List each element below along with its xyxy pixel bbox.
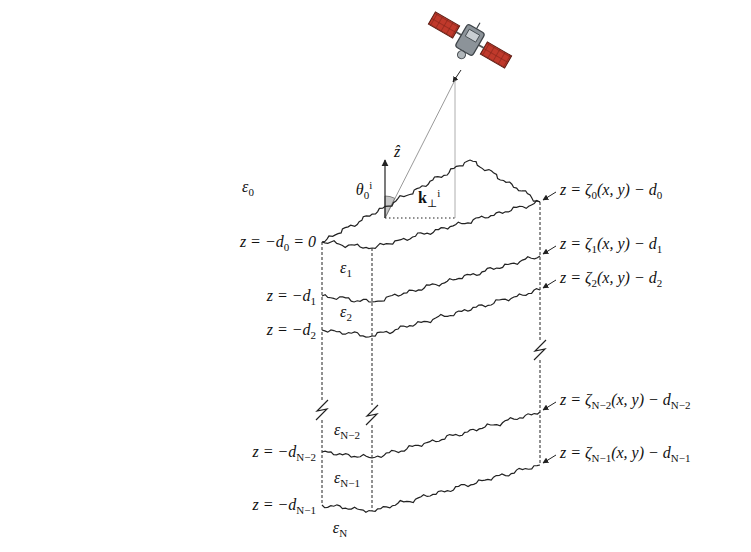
dashed-edge: [322, 420, 323, 505]
permittivity-label: εN: [333, 520, 347, 536]
leader-arrow: [543, 455, 556, 463]
depth-label: z = −dN−1: [253, 497, 316, 513]
surface-equation: z = ζN−2(x, y) − dN−2: [560, 392, 690, 408]
break-symbol: [316, 400, 328, 420]
rough-interface: [372, 256, 540, 302]
projection-line: [455, 80, 456, 218]
z-axis: [384, 160, 385, 218]
permittivity-label: ε0: [242, 179, 254, 195]
dashed-edge: [540, 202, 541, 340]
depth-label: z = −dN−2: [253, 444, 316, 460]
angle-label: θ0i: [356, 182, 372, 198]
dashed-edge: [372, 248, 373, 405]
angle-wedge: [385, 196, 395, 218]
break-symbol: [534, 340, 546, 360]
permittivity-label: ε1: [340, 260, 352, 276]
leader-arrow: [543, 280, 556, 288]
incidence-arrow: [453, 70, 461, 82]
depth-label: z = −d0 = 0: [240, 234, 316, 250]
rough-interface: [372, 412, 540, 458]
surface-equation: z = ζ1(x, y) − d1: [560, 236, 662, 252]
wavevector-label: k⊥i: [418, 190, 440, 206]
depth-label: z = −d1: [267, 288, 316, 304]
dashed-edge: [322, 242, 323, 400]
surface-equation: z = ζN−1(x, y) − dN−1: [560, 445, 690, 461]
rough-interface: [322, 330, 372, 337]
depth-label: z = −d2: [267, 322, 316, 338]
incident-ray: [385, 80, 455, 218]
label-pointers: [543, 192, 556, 463]
interface-lines: [322, 160, 540, 512]
rough-interface: [322, 160, 470, 242]
rough-interface: [372, 289, 540, 337]
rough-interface: [322, 295, 372, 302]
rough-interface: [322, 241, 372, 249]
leader-arrow: [543, 192, 556, 200]
surface-equation: z = ζ2(x, y) − d2: [560, 270, 662, 286]
permittivity-label: εN−2: [334, 422, 360, 438]
box-edges: [316, 202, 546, 511]
rough-interface: [372, 465, 540, 511]
surface-equation: z = ζ0(x, y) − d0: [560, 182, 662, 198]
wavevector-line: [385, 217, 455, 218]
permittivity-label: εN−1: [334, 470, 360, 486]
axis-label: ẑ: [394, 144, 400, 160]
dashed-edge: [540, 360, 541, 465]
dashed-edge: [372, 425, 373, 511]
rough-interface: [372, 201, 540, 249]
satellite-icon: [421, 1, 518, 81]
leader-arrow: [543, 402, 556, 410]
rough-interface: [322, 451, 372, 458]
rough-interface: [470, 160, 540, 202]
permittivity-label: ε2: [340, 304, 352, 320]
leader-arrow: [543, 246, 556, 254]
rough-interface: [322, 505, 372, 512]
break-symbol: [366, 405, 378, 425]
